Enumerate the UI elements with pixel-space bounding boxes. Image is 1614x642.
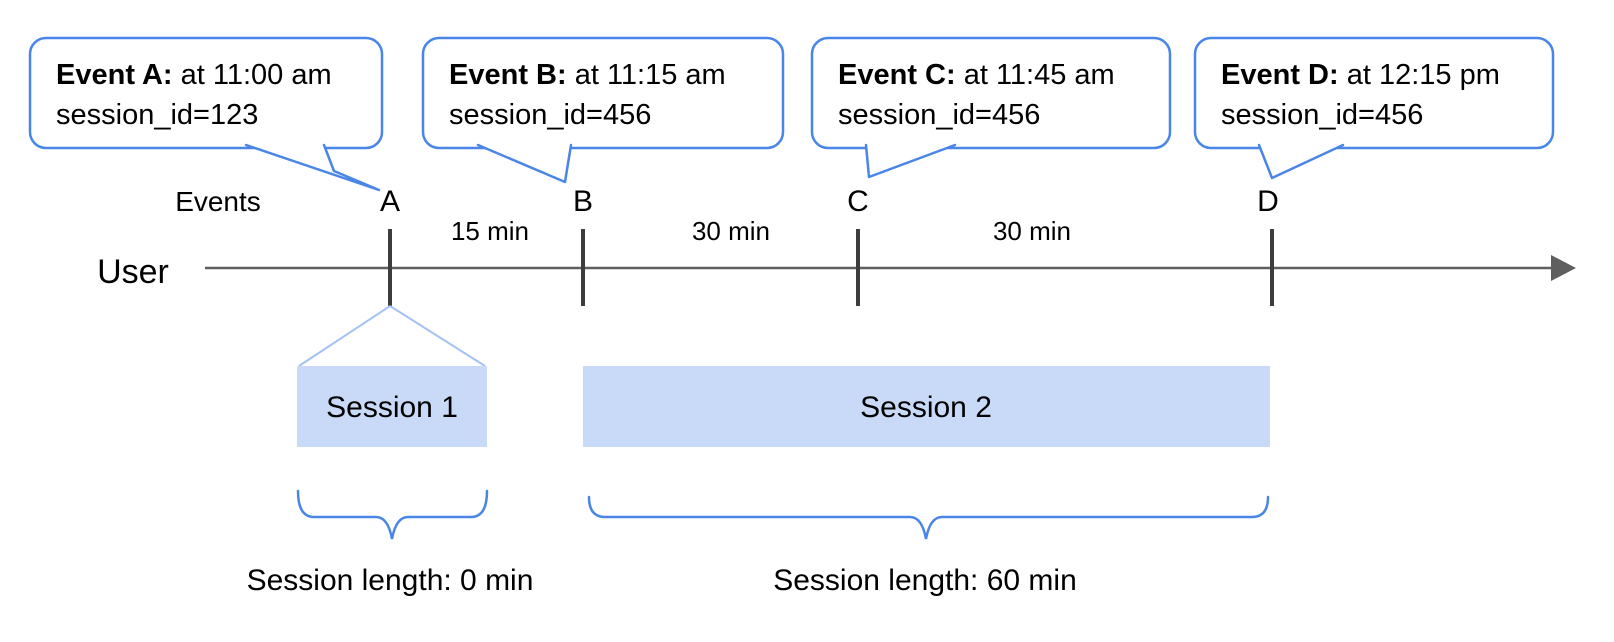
- event-letter-a: A: [380, 185, 400, 218]
- event-b-callout: Event B: at 11:15 am session_id=456: [421, 36, 785, 184]
- timeline-arrowhead-icon: [1551, 255, 1576, 281]
- event-time: at 11:45 am: [956, 59, 1115, 91]
- callout-line-1: Event B: at 11:15 am: [449, 59, 726, 91]
- event-time: at 11:00 am: [173, 59, 332, 91]
- event-title: Event A:: [56, 59, 173, 91]
- event-d-callout: Event D: at 12:15 pm session_id=456: [1193, 36, 1555, 180]
- callout-line-2: session_id=456: [449, 99, 651, 131]
- interval-label-bc: 30 min: [692, 216, 770, 246]
- callout-box: [1193, 36, 1555, 150]
- funnel-right-line: [389, 305, 486, 367]
- session-1-rect: [297, 366, 487, 447]
- funnel-left-line: [298, 305, 391, 367]
- callout-line-1: Event C: at 11:45 am: [838, 59, 1115, 91]
- interval-label-cd: 30 min: [993, 216, 1071, 246]
- callout-box: [421, 36, 785, 150]
- callout-line-1: Event D: at 12:15 pm: [1221, 59, 1500, 91]
- event-time: at 12:15 pm: [1339, 59, 1500, 91]
- callout-line-2: session_id=456: [838, 99, 1040, 131]
- session-1-length-label: Session length: 0 min: [247, 564, 534, 597]
- callout-line-2: session_id=456: [1221, 99, 1423, 131]
- session-2-rect: [583, 366, 1270, 447]
- event-letter-b: B: [573, 185, 593, 218]
- session-1-box: Session 1: [297, 366, 487, 447]
- session-1-brace: [296, 489, 489, 540]
- session-braces: [296, 489, 1270, 540]
- callout-tail: [244, 143, 381, 192]
- session-1-label: Session 1: [326, 391, 458, 424]
- session-2-brace: [587, 495, 1270, 540]
- session-2-box: Session 2: [583, 366, 1270, 447]
- callout-box: [810, 36, 1172, 150]
- event-title: Event D:: [1221, 59, 1339, 91]
- interval-label-ab: 15 min: [451, 216, 529, 246]
- event-title: Event C:: [838, 59, 956, 91]
- events-row-label: Events: [175, 186, 261, 217]
- event-c-callout: Event C: at 11:45 am session_id=456: [810, 36, 1172, 179]
- event-time: at 11:15 am: [567, 59, 726, 91]
- user-timeline: [205, 255, 1576, 281]
- callout-line-1: Event A: at 11:00 am: [56, 59, 332, 91]
- event-title: Event B:: [449, 59, 567, 91]
- session-2-label: Session 2: [860, 391, 992, 424]
- event-markers: [388, 229, 1274, 306]
- callout-tail: [864, 143, 957, 179]
- callout-line-2: session_id=123: [56, 99, 258, 131]
- callout-tail: [476, 143, 573, 184]
- event-a-callout: Event A: at 11:00 am session_id=123: [28, 36, 384, 192]
- session1-funnel: [298, 305, 486, 367]
- event-letter-d: D: [1257, 185, 1279, 218]
- session-2-length-label: Session length: 60 min: [773, 564, 1077, 597]
- callout-tail: [1257, 143, 1345, 180]
- user-row-label: User: [97, 253, 169, 291]
- event-letter-c: C: [847, 185, 869, 218]
- callout-box: [28, 36, 384, 150]
